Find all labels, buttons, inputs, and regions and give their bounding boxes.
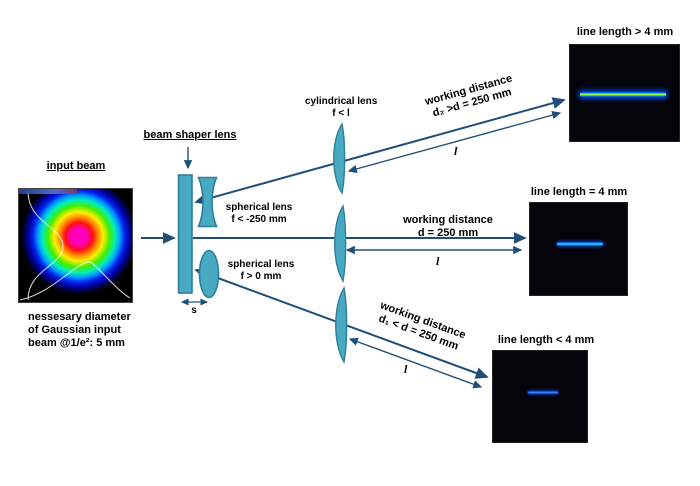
concave-lens <box>197 176 218 228</box>
beam-shaper-title: beam shaper lens <box>143 129 237 141</box>
laser-line-long <box>580 92 666 97</box>
beam-image-titlebar <box>19 189 77 194</box>
cylindrical-lens-top <box>333 122 346 195</box>
convex-lens <box>198 249 220 299</box>
result-image-top <box>569 44 680 142</box>
length-symbol-middle: l <box>436 254 440 268</box>
concave-lens-label-line2: f < -250 mm <box>231 214 287 225</box>
caption-line-3: beam @1/e²: 5 mm <box>28 337 125 349</box>
convex-lens-label: spherical lens f > 0 mm <box>221 259 301 283</box>
result-image-middle <box>529 202 628 296</box>
caption-line-2: of Gaussian input <box>28 324 121 336</box>
working-distance-middle-label: working distance d = 250 mm <box>368 214 528 240</box>
result-title-top: line length > 4 mm <box>576 26 674 38</box>
distance-arrow-bottom <box>348 337 483 389</box>
result-image-bottom <box>492 350 588 443</box>
cylindrical-lens-middle <box>334 204 347 283</box>
laser-line-short <box>527 391 559 394</box>
gaussian-profile <box>19 189 132 302</box>
cylindrical-lens-label-line2: f < l <box>332 108 350 119</box>
caption-line-1: nessesary diameter <box>28 311 131 323</box>
cylindrical-lens-label-line1: cylindrical lens <box>305 96 378 107</box>
length-symbol-bottom: l <box>404 362 408 376</box>
result-title-middle: line length = 4 mm <box>530 186 628 198</box>
beam-shaper-lens <box>177 174 193 294</box>
distance-arrow-top <box>347 111 562 173</box>
input-beam-caption: nessesary diameter of Gaussian input bea… <box>28 311 131 350</box>
concave-lens-label: spherical lens f < -250 mm <box>219 202 299 226</box>
beam-line-top <box>194 97 566 205</box>
concave-lens-label-line1: spherical lens <box>225 202 293 213</box>
length-symbol-top: l <box>454 144 458 158</box>
laser-line-medium <box>556 242 604 246</box>
wd-middle-line2: d = 250 mm <box>417 227 479 239</box>
result-title-bottom: line length < 4 mm <box>497 334 595 346</box>
cylindrical-lens-label: cylindrical lens f < l <box>305 96 377 120</box>
gaussian-profile-curves <box>19 190 131 301</box>
input-beam-title: input beam <box>46 160 106 172</box>
convex-lens-label-line2: f > 0 mm <box>240 271 282 282</box>
wd-middle-line1: working distance <box>403 214 493 226</box>
spacing-label: s <box>191 305 197 316</box>
cylindrical-lens-bottom <box>335 286 348 364</box>
convex-lens-label-line1: spherical lens <box>227 259 295 270</box>
input-beam-image <box>18 188 133 303</box>
